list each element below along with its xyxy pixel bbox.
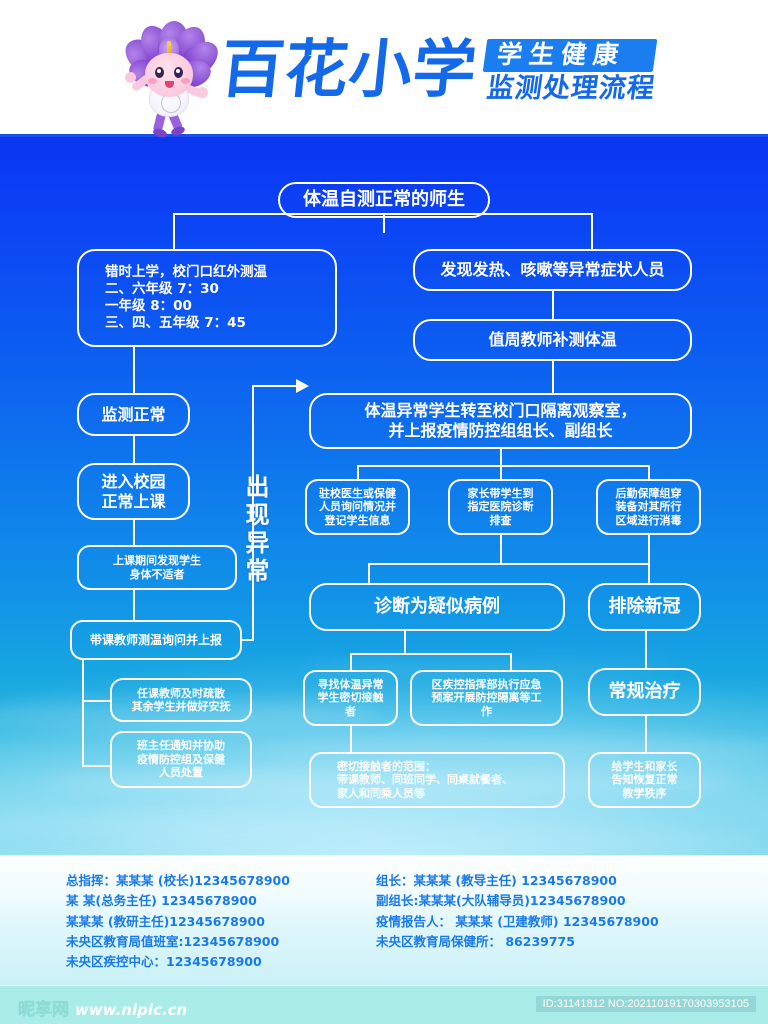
connector (404, 631, 407, 653)
school-name-title: 百花小学 (217, 32, 481, 106)
cloud-band (250, 737, 768, 763)
connector (82, 700, 110, 703)
cloud-band (0, 812, 440, 836)
node-right-recheck: 值周教师补测体温 (413, 319, 692, 361)
connector (82, 765, 110, 768)
connector (383, 215, 386, 233)
node-routine-treatment: 常规治疗 (588, 668, 701, 716)
node-isolation-room: 体温异常学生转至校门口隔离观察室， 并上报疫情防控组组长、副组长 (309, 393, 692, 449)
connector (173, 213, 593, 216)
contact-line: 某 某(总务主任) 12345678900 (66, 893, 257, 909)
connector (252, 385, 255, 641)
contact-line: 未央区疾控中心：12345678900 (66, 954, 262, 969)
connector (552, 361, 555, 393)
connector (645, 631, 648, 668)
connector (500, 449, 503, 466)
connector (82, 660, 85, 767)
node-parent-hospital: 家长带学生到 指定医院诊断 排查 (448, 479, 553, 535)
connector (368, 563, 371, 583)
connector (510, 653, 513, 670)
site-logo-text: 昵享网 (18, 1000, 70, 1021)
node-logistics-disinfect: 后勤保障组穿 装备对其所行 区域进行消毒 (596, 479, 701, 535)
subtitle-group: 学生健康 监测处理流程 (482, 38, 658, 104)
node-right-abnormal-found: 发现发热、咳嗽等异常症状人员 (413, 249, 692, 291)
contact-line: 总指挥：某某某 (校长)12345678900 (66, 873, 290, 888)
flower-fairy-mascot-icon (113, 17, 225, 139)
contact-footer: 总指挥：某某某 (校长)12345678900 某 某(总务主任) 123456… (0, 855, 768, 985)
flowchart-canvas: 体温自测正常的师生 错时上学，校门口红外测温 二、六年级 7：30 一年级 8：… (0, 137, 768, 855)
node-root: 体温自测正常的师生 (278, 182, 490, 218)
contact-column-left: 总指挥：某某某 (校长)12345678900 某 某(总务主任) 123456… (40, 871, 370, 972)
contact-line: 组长：某某某 (教导主任) 12345678900 (376, 873, 617, 888)
connector (500, 535, 503, 563)
subtitle-line2: 监测处理流程 (484, 72, 658, 104)
connector (133, 436, 136, 463)
node-left-schedule: 错时上学，校门口红外测温 二、六年级 7：30 一年级 8：00 三、四、五年级… (77, 249, 337, 347)
connector (350, 653, 510, 656)
connector (133, 520, 136, 545)
node-left-evacuate: 任课教师及时疏散 其余学生并做好安抚 (110, 678, 252, 722)
connector (648, 535, 651, 583)
arrow-head-icon (296, 379, 309, 393)
connector (133, 347, 136, 393)
subtitle-badge-line1: 学生健康 (482, 38, 658, 72)
connector (357, 465, 360, 479)
connector (552, 291, 555, 319)
connector (133, 590, 136, 620)
node-left-normal: 监测正常 (77, 393, 190, 436)
contact-line: 某某某 (教研主任)12345678900 (66, 913, 265, 929)
connector (591, 213, 594, 249)
node-left-unwell: 上课期间发现学生 身体不适者 (77, 545, 237, 590)
cloud-band (300, 657, 680, 677)
connector (357, 465, 650, 468)
node-left-enter: 进入校园 正常上课 (77, 463, 190, 520)
connector (645, 716, 648, 752)
site-logo: 昵享网 www.nipic.cn (18, 995, 188, 1021)
node-excluded-covid: 排除新冠 (588, 583, 701, 631)
abnormal-path-label: 出现异常 (241, 474, 269, 586)
contact-line: 未央区教育局值班室:12345678900 (66, 933, 280, 949)
watermark-bar: 昵享网 www.nipic.cn ID:31141812 NO:20211019… (0, 985, 768, 1024)
node-cdc-emergency: 区疾控指挥部执行应急 预案开展防控隔离等工 作 (410, 670, 563, 726)
contact-line: 疫情报告人： 某某某 (卫建教师) 12345678900 (376, 913, 659, 929)
node-contact-scope: 密切接触者的范围： 带课教师、同班同学、同桌就餐者、 家人和同乘人员等 (309, 752, 565, 808)
asset-id-badge: ID:31141812 NO:20211019170303953105 (535, 996, 756, 1012)
connector (368, 563, 648, 566)
node-restore-order: 给学生和家长 告知恢复正常 教学秩序 (588, 752, 701, 808)
contact-line: 未央区教育局保健所： 86239775 (376, 933, 575, 949)
connector (242, 639, 254, 642)
site-url-text: www.nipic.cn (75, 1001, 188, 1019)
contact-column-right: 组长：某某某 (教导主任) 12345678900 副组长:某某某(大队辅导员)… (370, 871, 728, 972)
connector (173, 213, 176, 249)
connector (500, 465, 503, 479)
connector (350, 653, 353, 670)
connector (648, 465, 651, 479)
poster-header: 百花小学 学生健康 监测处理流程 (0, 0, 768, 139)
node-find-close-contacts: 寻找体温异常 学生密切接触 者 (303, 670, 398, 726)
connector (252, 385, 300, 388)
cloud-band (40, 767, 740, 797)
cloud-band (120, 827, 760, 855)
node-school-doctor: 驻校医生或保健 人员询问情况并 登记学生信息 (305, 479, 410, 535)
node-left-teacher-report: 带课教师测温询问并上报 (70, 620, 242, 660)
contact-line: 副组长:某某某(大队辅导员)12345678900 (376, 893, 626, 909)
connector (350, 726, 353, 752)
node-suspected-case: 诊断为疑似病例 (309, 583, 565, 631)
node-left-homeroom: 班主任通知并协助 疫情防控组及保健 人员处置 (110, 731, 252, 788)
